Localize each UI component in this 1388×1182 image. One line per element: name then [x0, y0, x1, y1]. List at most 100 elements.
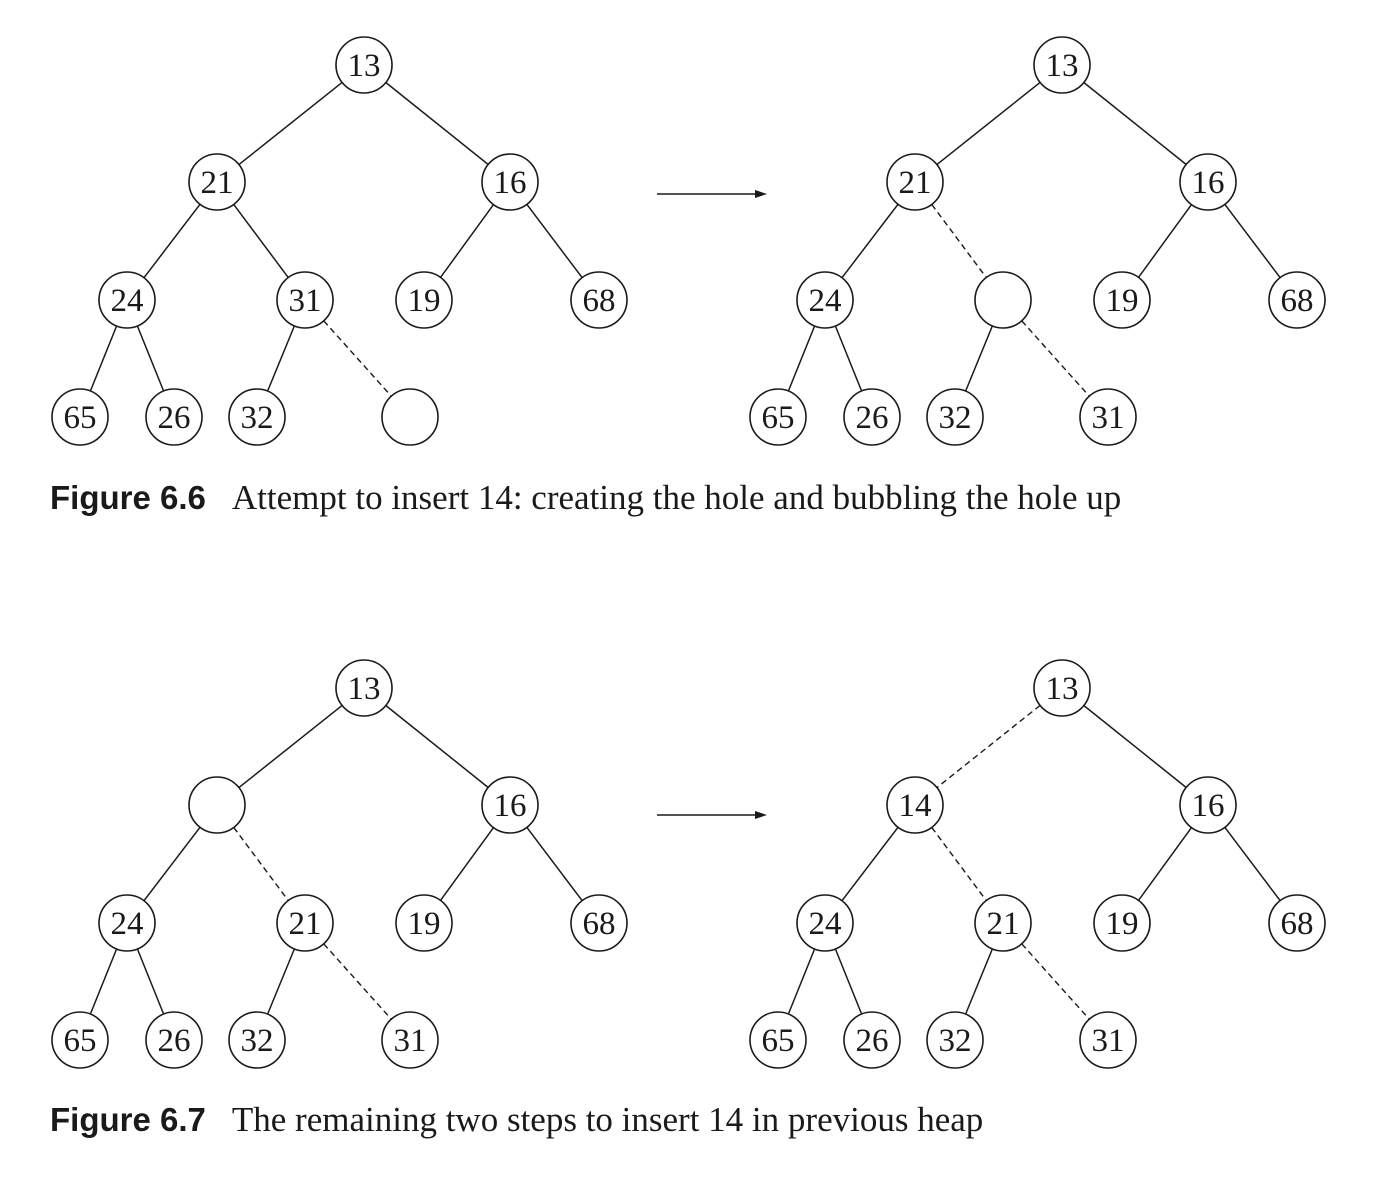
node-circle: [843, 1011, 901, 1069]
node-circle: [98, 894, 156, 952]
heap-node: 24: [98, 894, 156, 952]
node-value: 21: [899, 165, 932, 201]
node-circle: [1268, 894, 1326, 952]
node-value: 68: [1281, 906, 1314, 942]
node-circle: [886, 776, 944, 834]
heap-node: 21: [188, 153, 246, 211]
node-circle: [51, 388, 109, 446]
heap-node: 31: [381, 1011, 439, 1069]
dashed-edge: [1021, 943, 1090, 1020]
node-value: 13: [348, 48, 381, 84]
tree-edge: [233, 203, 289, 279]
node-circle: [570, 271, 628, 329]
heap-node: 21: [276, 894, 334, 952]
node-value: 26: [158, 400, 191, 436]
tree-edge: [841, 826, 899, 902]
node-value: 24: [111, 283, 144, 319]
node-circle: [974, 271, 1032, 329]
heap-node: 21: [974, 894, 1032, 952]
figure-caption-text: Attempt to insert 14: creating the hole …: [231, 478, 1122, 517]
node-value: 32: [939, 1023, 972, 1059]
heap-node: 32: [228, 388, 286, 446]
node-circle: [188, 153, 246, 211]
dashed-edge: [323, 320, 392, 397]
node-value: 31: [1092, 400, 1125, 436]
heap-hole: [381, 388, 439, 446]
node-value: 24: [809, 283, 842, 319]
tree-edge: [1137, 827, 1193, 901]
node-circle: [335, 659, 393, 717]
heap-node: 16: [481, 776, 539, 834]
node-circle: [974, 894, 1032, 952]
node-value: 24: [111, 906, 144, 942]
heap-node: 68: [1268, 894, 1326, 952]
node-circle: [1093, 894, 1151, 952]
node-circle: [749, 388, 807, 446]
node-value: 21: [987, 906, 1020, 942]
node-circle: [926, 1011, 984, 1069]
heap-node: 24: [796, 894, 854, 952]
heap-node: 65: [749, 1011, 807, 1069]
heap-node: 32: [926, 1011, 984, 1069]
heap-node: 68: [1268, 271, 1326, 329]
node-circle: [335, 36, 393, 94]
tree-edge: [936, 81, 1041, 166]
node-circle: [796, 894, 854, 952]
heap-node: 16: [1179, 776, 1237, 834]
tree-edge: [1137, 204, 1193, 278]
tree-edge: [1083, 81, 1187, 166]
node-circle: [228, 388, 286, 446]
node-circle: [843, 388, 901, 446]
figure-number: Figure 6.7: [50, 1101, 206, 1138]
node-circle: [98, 271, 156, 329]
tree-edge: [385, 81, 489, 166]
node-circle: [145, 1011, 203, 1069]
heap-node: 24: [796, 271, 854, 329]
node-value: 31: [289, 283, 322, 319]
node-circle: [276, 271, 334, 329]
transition-arrow: [657, 811, 767, 819]
node-value: 26: [856, 1023, 889, 1059]
node-circle: [926, 388, 984, 446]
node-value: 65: [64, 400, 97, 436]
heap-node: 65: [51, 1011, 109, 1069]
dashed-edge: [931, 826, 987, 902]
node-circle: [796, 271, 854, 329]
dashed-edge: [936, 704, 1041, 789]
heap-node: 21: [886, 153, 944, 211]
heap-node: 26: [843, 388, 901, 446]
node-circle: [886, 153, 944, 211]
tree-edge: [787, 325, 816, 392]
heap-node: 19: [1093, 894, 1151, 952]
tree-edge: [526, 203, 583, 279]
tree-edge: [385, 704, 489, 789]
node-circle: [145, 388, 203, 446]
heap-hole: [188, 776, 246, 834]
node-value: 65: [762, 1023, 795, 1059]
heap-node: 24: [98, 271, 156, 329]
heap-node: 16: [1179, 153, 1237, 211]
heap-node: 13: [1033, 659, 1091, 717]
tree-edge: [1224, 203, 1281, 279]
tree-edge: [143, 203, 201, 279]
node-value: 21: [289, 906, 322, 942]
heap-node: 26: [843, 1011, 901, 1069]
node-circle: [1033, 659, 1091, 717]
node-circle: [228, 1011, 286, 1069]
tree-edge: [439, 204, 495, 278]
tree-edge: [89, 948, 118, 1015]
heap-node: 32: [926, 388, 984, 446]
node-value: 21: [201, 165, 234, 201]
node-circle: [1179, 776, 1237, 834]
node-circle: [1093, 271, 1151, 329]
node-circle: [1079, 1011, 1137, 1069]
node-value: 32: [241, 1023, 274, 1059]
heap-node: 31: [1079, 388, 1137, 446]
dashed-edge: [931, 203, 987, 279]
heap-node: 65: [749, 388, 807, 446]
tree-edge: [439, 827, 495, 901]
heap-node: 32: [228, 1011, 286, 1069]
